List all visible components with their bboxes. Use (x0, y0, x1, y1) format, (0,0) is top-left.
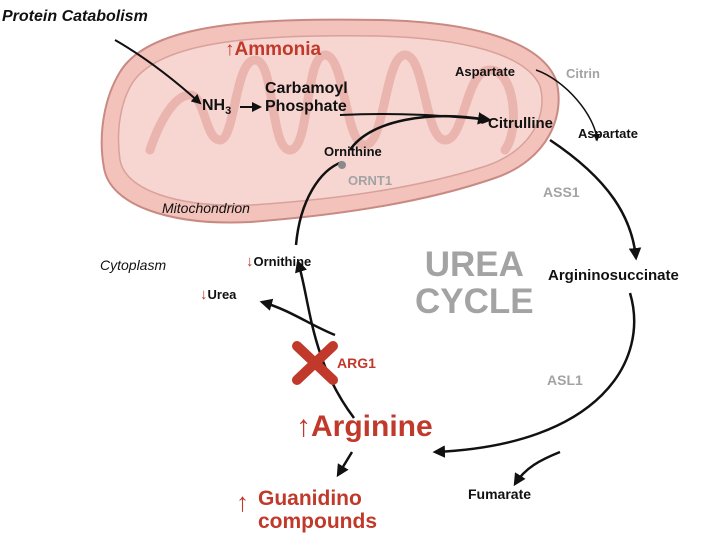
arrow-carbamoyl-to-citrulline (339, 112, 492, 125)
arrow-citrulline-to-argininosuccinate (549, 138, 642, 261)
down-arrow-icon: ↓ (200, 286, 208, 303)
up-arrow-icon: ↑ (225, 39, 235, 60)
label-aspartate-cyto: Aspartate (578, 126, 638, 141)
label-ornithine-mito: Ornithine (324, 144, 382, 159)
arrow-arginine-to-guanidino (336, 451, 354, 478)
ornt1-transporter-dot (338, 161, 346, 169)
label-cytoplasm: Cytoplasm (100, 257, 167, 273)
arg1-blocked-mark (292, 341, 338, 385)
label-arg1: ARG1 (337, 355, 376, 371)
label-guanidino-compounds: ↑ Guanidino compounds (236, 487, 377, 534)
cycle-arcs (259, 112, 642, 487)
label-ass1: ASS1 (543, 184, 580, 200)
label-arginine: ↑Arginine (296, 410, 433, 443)
arrow-arginine-to-ornithine (295, 259, 355, 419)
label-nh3: NH3 (202, 97, 232, 118)
label-asl1: ASL1 (547, 372, 583, 388)
label-ammonia: ↑Ammonia (225, 39, 322, 60)
arc-ornithine-cyto-to-mito (294, 160, 343, 246)
arrow-to-urea (259, 298, 336, 337)
label-mitochondrion: Mitochondrion (162, 200, 250, 216)
down-arrow-icon: ↓ (246, 253, 254, 270)
label-ornithine-cyto: ↓Ornithine (246, 253, 312, 270)
arrow-protein-to-nh3 (114, 39, 202, 105)
label-argininosuccinate: Argininosuccinate (548, 267, 679, 284)
label-urea: ↓Urea (200, 286, 237, 303)
arrow-citrin-transport (535, 69, 601, 142)
label-protein-catabolism: Protein Catabolism (2, 8, 148, 25)
label-citrulline: Citrulline (488, 115, 554, 132)
arrow-to-fumarate (513, 450, 561, 487)
label-fumarate: Fumarate (468, 486, 532, 502)
label-ornt1: ORNT1 (348, 173, 393, 188)
up-arrow-icon: ↑ (236, 487, 249, 517)
up-arrow-icon: ↑ (296, 410, 311, 443)
label-urea-cycle: UREA CYCLE (415, 245, 534, 321)
mitochondrion-shape (100, 18, 560, 224)
label-citrin: Citrin (566, 66, 600, 81)
arrow-argininosuccinate-to-arginine (432, 292, 636, 458)
label-carbamoyl-phosphate: Carbamoyl Phosphate (265, 80, 348, 116)
label-aspartate-mito: Aspartate (455, 64, 515, 79)
mito-arrows (114, 39, 601, 142)
